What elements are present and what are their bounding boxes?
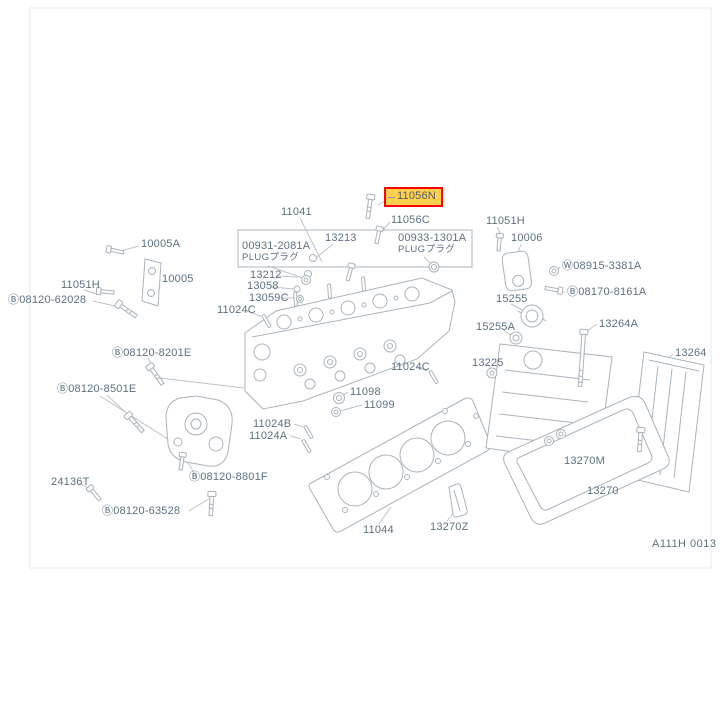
part-label-13058[interactable]: 13058 (247, 280, 279, 292)
part-label-11041[interactable]: 11041 (281, 206, 312, 218)
part-label-11051H-right[interactable]: 11051H (486, 215, 525, 227)
cap-washer-15255A-drawing (509, 331, 523, 345)
part-label-08915-3381A[interactable]: Ⓦ08915-3381A (562, 260, 642, 272)
part-label-11098[interactable]: 11098 (350, 386, 381, 398)
oil-filler-cap-15255-drawing (517, 304, 547, 328)
valve-seat-13058-13059C-drawing (293, 285, 304, 303)
seal-13270Z-drawing (448, 483, 468, 518)
part-label-11056C[interactable]: 11056C (391, 214, 430, 226)
part-label-13264A[interactable]: 13264A (599, 318, 639, 330)
grommet-13270M-drawing (544, 429, 566, 446)
part-label-10006[interactable]: 10006 (511, 232, 543, 244)
part-label-plug-1[interactable]: PLUGプラグ (242, 252, 300, 263)
distributor-housing-10006-drawing (501, 250, 533, 292)
part-label-08120-8801F[interactable]: Ⓑ08120-8801F (189, 471, 268, 483)
part-label-13270M[interactable]: 13270M (564, 455, 605, 467)
bolt-08120-8201E-drawing (144, 361, 167, 388)
part-label-15255[interactable]: 15255 (496, 293, 528, 305)
part-label-11024B[interactable]: 11024B (253, 418, 292, 430)
part-label-13270[interactable]: 13270 (587, 485, 619, 497)
part-label-00931-2081A[interactable]: 00931-2081A (242, 240, 311, 252)
bolt-08170-8161A-drawing (544, 284, 564, 296)
plug-00933-drawing (428, 261, 440, 273)
head-gasket-drawing (308, 397, 492, 533)
bolt-head-small-drawing (343, 262, 357, 282)
part-label-24136T[interactable]: 24136T (51, 476, 90, 488)
valve-guide-13212-13213-drawing (304, 254, 317, 278)
rocker-cover-gasket-13270-drawing (503, 395, 670, 525)
part-label-11051H-left[interactable]: 11051H (61, 279, 100, 291)
bolt-11056C-drawing (372, 225, 385, 245)
part-label-11099[interactable]: 11099 (364, 399, 395, 411)
part-label-13270Z[interactable]: 13270Z (430, 521, 469, 533)
part-label-08170-8161A[interactable]: Ⓑ08170-8161A (567, 286, 647, 298)
part-label-00933-1301A[interactable]: 00933-1301A (398, 232, 467, 244)
part-label-13212[interactable]: 13212 (250, 269, 282, 281)
part-label-plug-2[interactable]: PLUGプラグ (398, 244, 456, 255)
part-label-11024C-right[interactable]: 11024C (391, 361, 430, 373)
bolt-08120-62028-drawing (113, 298, 140, 321)
rings-11098-11099-drawing (331, 392, 345, 417)
bolt-08120-63528-drawing (206, 490, 217, 517)
part-label-15255A[interactable]: 15255A (476, 321, 516, 333)
part-label-08120-62028[interactable]: Ⓑ08120-62028 (8, 294, 87, 306)
front-housing-drawing (165, 395, 233, 467)
part-label-08120-8201E[interactable]: Ⓑ08120-8201E (112, 347, 192, 359)
part-label-10005A[interactable]: 10005A (141, 238, 181, 250)
frame-border (29, 7, 712, 569)
bolt-11051H-right-drawing (494, 232, 505, 252)
part-label-11044[interactable]: 11044 (363, 524, 394, 536)
part-label-11024A[interactable]: 11024A (249, 430, 288, 442)
part-label-13225[interactable]: 13225 (472, 357, 504, 369)
part-label-13059C[interactable]: 13059C (249, 292, 289, 304)
part-label-11056N[interactable]: 11056N (384, 187, 443, 207)
diagram-code: A111H 0013 (652, 538, 717, 550)
part-label-11024C-left[interactable]: 11024C (217, 304, 256, 316)
part-label-08120-8501E[interactable]: Ⓑ08120-8501E (57, 383, 137, 395)
bolt-13225-drawing (486, 367, 498, 379)
part-label-08120-63528[interactable]: Ⓑ08120-63528 (102, 505, 181, 517)
cylinder-head-drawing (244, 276, 456, 410)
bolt-11056N-drawing (363, 193, 376, 220)
bracket-10005-drawing (141, 258, 162, 307)
part-label-13213[interactable]: 13213 (325, 232, 357, 244)
bolt-10005A-drawing (105, 244, 125, 257)
plug-00931-drawing (301, 275, 311, 285)
part-label-13264[interactable]: 13264 (675, 347, 707, 359)
washer-08915-3381A-drawing (549, 266, 559, 276)
part-label-10005[interactable]: 10005 (162, 273, 194, 285)
